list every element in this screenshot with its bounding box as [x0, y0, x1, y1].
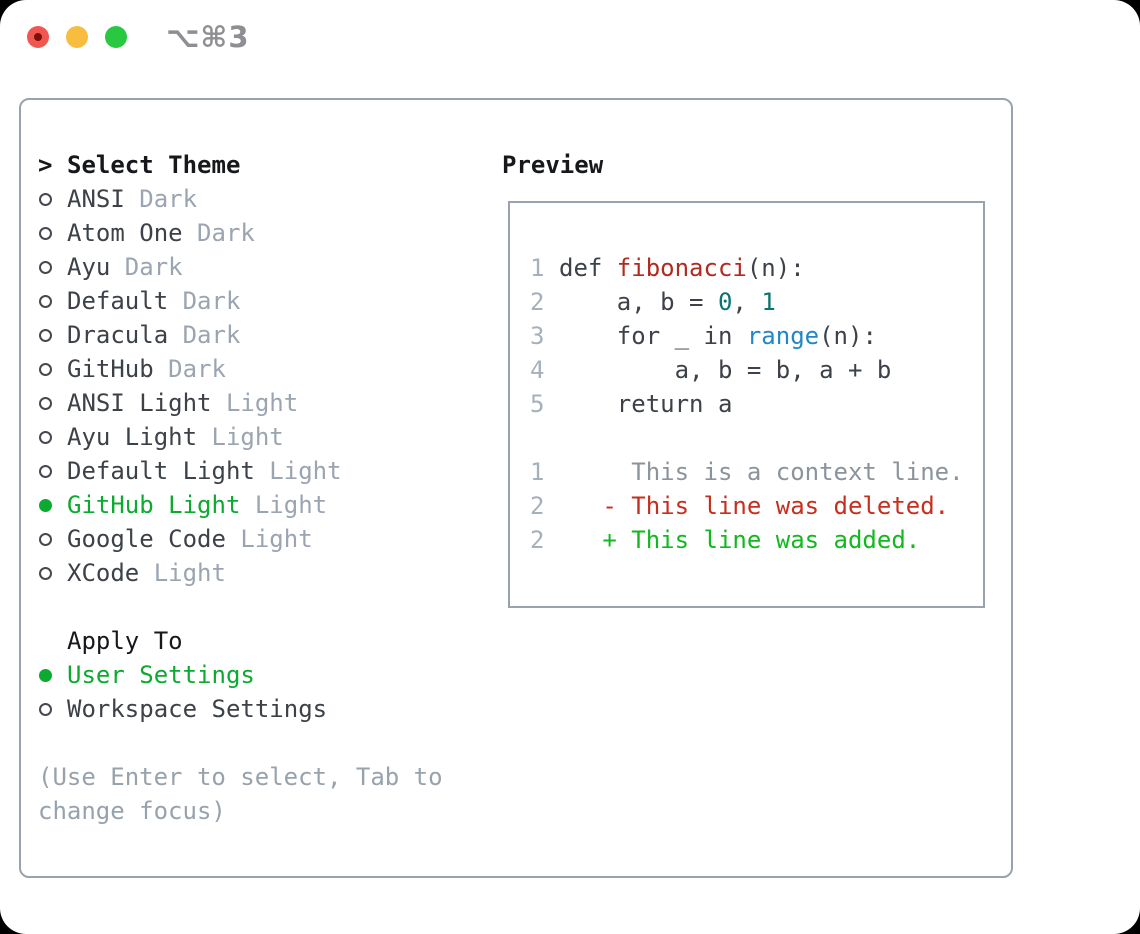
line-number: 2	[530, 492, 545, 520]
radio-icon	[38, 260, 67, 274]
spacer-row	[530, 421, 964, 455]
radio-icon	[38, 532, 67, 546]
radio-icon	[38, 328, 67, 342]
theme-variant: Dark	[153, 355, 226, 383]
apply-option-label: Workspace Settings	[67, 695, 328, 723]
theme-option-google-code[interactable]: Google Code Light	[38, 522, 443, 556]
line-number: 2	[530, 526, 545, 554]
apply-to-header: Apply To	[38, 624, 443, 658]
apply-option-label: User Settings	[67, 661, 255, 689]
spacer-row	[38, 726, 443, 760]
theme-name: ANSI	[67, 185, 125, 213]
theme-name: GitHub Light	[67, 491, 241, 519]
maximize-button[interactable]	[105, 26, 127, 48]
theme-option-default-dark[interactable]: Default Dark	[38, 284, 443, 318]
line-number: 4	[530, 356, 545, 384]
code-line: 4 a, b = b, a + b	[530, 356, 892, 384]
radio-icon	[38, 192, 67, 206]
theme-option-xcode[interactable]: XCode Light	[38, 556, 443, 590]
theme-option-ayu-dark[interactable]: Ayu Dark	[38, 250, 443, 284]
theme-variant: Dark	[182, 219, 255, 247]
theme-name: Google Code	[67, 525, 226, 553]
radio-icon	[38, 226, 67, 240]
radio-icon	[38, 668, 67, 682]
theme-option-ansi-dark[interactable]: ANSI Dark	[38, 182, 443, 216]
theme-option-dracula-dark[interactable]: Dracula Dark	[38, 318, 443, 352]
theme-name: Ayu	[67, 253, 111, 281]
close-button[interactable]	[27, 26, 49, 48]
minimize-button[interactable]	[66, 26, 88, 48]
code-line: 3 for _ in range(n):	[530, 322, 877, 350]
theme-variant: Light	[197, 423, 284, 451]
theme-name: ANSI Light	[67, 389, 212, 417]
line-number: 5	[530, 390, 545, 418]
theme-option-github-dark[interactable]: GitHub Dark	[38, 352, 443, 386]
theme-variant: Dark	[168, 321, 241, 349]
theme-variant: Light	[139, 559, 226, 587]
theme-name: Dracula	[67, 321, 169, 349]
theme-name: GitHub	[67, 355, 154, 383]
hint-text-line-1: (Use Enter to select, Tab to	[38, 763, 443, 791]
radio-icon	[38, 498, 67, 512]
theme-option-atom-one-dark[interactable]: Atom One Dark	[38, 216, 443, 250]
diff-line: 1 This is a context line.	[530, 458, 964, 486]
diff-line: 2 + This line was added.	[530, 526, 921, 554]
theme-name: Default Light	[67, 457, 255, 485]
line-number: 3	[530, 322, 545, 350]
radio-icon	[38, 702, 67, 716]
select-theme-header-label: Select Theme	[67, 151, 241, 179]
close-dot-icon	[34, 33, 42, 41]
radio-icon	[38, 430, 67, 444]
radio-icon	[38, 566, 67, 580]
theme-variant: Dark	[168, 287, 241, 315]
theme-option-ansi-light[interactable]: ANSI Light Light	[38, 386, 443, 420]
diff-line: 2 - This line was deleted.	[530, 492, 950, 520]
theme-name: Atom One	[67, 219, 183, 247]
theme-variant: Light	[254, 457, 342, 485]
line-number: 1	[530, 254, 545, 282]
theme-option-github-light[interactable]: GitHub Light Light	[38, 488, 443, 522]
theme-variant: Light	[240, 491, 328, 519]
prompt-icon: >	[38, 151, 53, 179]
code-line: 2 a, b = 0, 1	[530, 288, 776, 316]
window-title: ⌥⌘3	[166, 20, 250, 54]
radio-icon	[38, 362, 67, 376]
radio-icon	[38, 396, 67, 410]
apply-option-workspace-settings[interactable]: Workspace Settings	[38, 692, 443, 726]
select-theme-header: > Select Theme	[38, 148, 443, 182]
theme-name: Ayu Light	[67, 423, 198, 451]
line-number: 1	[530, 458, 545, 486]
theme-name: Default	[67, 287, 169, 315]
radio-icon	[38, 294, 67, 308]
spacer-row	[38, 590, 443, 624]
apply-option-user-settings[interactable]: User Settings	[38, 658, 443, 692]
hint-text-line-2: change focus)	[38, 797, 226, 825]
theme-variant: Dark	[110, 253, 183, 281]
code-line: 5 return a	[530, 390, 733, 418]
theme-option-default-light[interactable]: Default Light Light	[38, 454, 443, 488]
apply-to-header-label: Apply To	[67, 627, 183, 655]
radio-icon	[38, 464, 67, 478]
preview-box	[508, 201, 985, 608]
window-controls	[27, 26, 127, 48]
preview-title: Preview	[502, 151, 604, 179]
theme-name: XCode	[67, 559, 140, 587]
theme-option-ayu-light[interactable]: Ayu Light Light	[38, 420, 443, 454]
line-number: 2	[530, 288, 545, 316]
theme-variant: Light	[211, 389, 299, 417]
theme-variant: Dark	[124, 185, 198, 213]
theme-variant: Light	[225, 525, 313, 553]
